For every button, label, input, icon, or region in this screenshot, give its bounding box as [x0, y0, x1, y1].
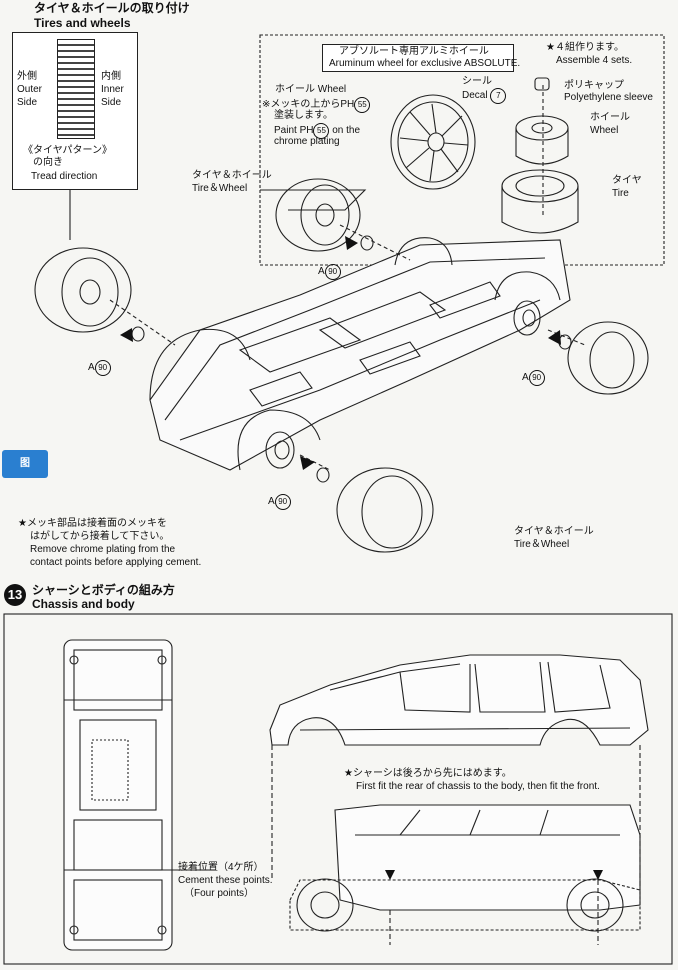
cement-note-en2: （Four points）: [184, 888, 255, 899]
decal-en: Decal 7: [462, 88, 507, 104]
step13-title-jp: シャーシとボディの組み方: [32, 583, 175, 597]
assemble-jp: ★４組作ります。: [546, 42, 624, 53]
decal-jp: シール: [462, 76, 492, 87]
cement-note-en1: Cement these points.: [178, 875, 273, 886]
cement-note-jp: 接着位置（4ケ所）: [178, 862, 264, 873]
tire-en: Tire: [612, 188, 629, 199]
wheel-jp: ホイール: [590, 112, 630, 123]
outer-label-en2: Side: [17, 97, 38, 108]
tread-direction-box: 外側 Outer Side 内側 Inner Side 《タイヤパターン》 の向…: [12, 32, 138, 190]
tread-direction-en: Tread direction: [31, 171, 98, 182]
tread-pattern-jp2: の向き: [33, 157, 63, 168]
poly-en: Polyethylene sleeve: [564, 92, 653, 103]
tread-pattern-jp: 《タイヤパターン》: [23, 145, 112, 156]
tire-wheel-top-jp: タイヤ＆ホイール: [192, 170, 272, 181]
wheel-label: ホイール Wheel: [275, 84, 347, 95]
tire-wheel-top-en: Tire＆Wheel: [192, 183, 248, 194]
tread-pattern-icon: [57, 39, 95, 139]
step12-title-en: Tires and wheels: [34, 16, 131, 30]
exclusive-wheel-box: アブソルート専用アルミホイール Aruminum wheel for exclu…: [322, 44, 520, 72]
step12-title-jp: タイヤ＆ホイールの取り付け: [34, 1, 190, 15]
poly-jp: ポリキャップ: [564, 80, 624, 91]
chrome-note-jp1: ★メッキ部品は接着面のメッキを: [18, 518, 167, 529]
tire-wheel-bottom-en: Tire＆Wheel: [514, 539, 570, 550]
outer-label-en1: Outer: [17, 84, 43, 95]
outer-label-jp: 外側: [17, 71, 37, 82]
step13-title-en: Chassis and body: [32, 597, 135, 611]
chrome-paint-jp2: 塗装します。: [274, 110, 333, 121]
tire-wheel-bottom-jp: タイヤ＆ホイール: [514, 526, 594, 537]
exclusive-wheel-en: Aruminum wheel for exclusive ABSOLUTE.: [329, 58, 521, 69]
exclusive-wheel-jp: アブソルート専用アルミホイール: [339, 46, 489, 57]
chrome-note-en2: contact points before applying cement.: [30, 557, 202, 568]
inner-label-en2: Side: [101, 97, 122, 108]
chrome-note-en1: Remove chrome plating from the: [30, 544, 176, 555]
tire-jp: タイヤ: [612, 175, 642, 186]
fit-note-en: First fit the rear of chassis to the bod…: [356, 781, 600, 792]
assemble-en: Assemble 4 sets.: [556, 55, 633, 66]
inner-label-jp: 内側: [101, 71, 121, 82]
site-watermark-logo: 图: [2, 450, 48, 478]
wheel-en: Wheel: [590, 125, 619, 136]
step12-illustration: [34, 34, 665, 553]
inner-label-en1: Inner: [101, 84, 124, 95]
step13-number: 13: [4, 584, 26, 606]
chrome-note-jp2: はがしてから接着して下さい。: [30, 531, 170, 542]
chrome-paint-en3: chrome plating: [274, 136, 340, 147]
fit-note-jp: ★シャーシは後ろから先にはめます。: [344, 768, 512, 779]
